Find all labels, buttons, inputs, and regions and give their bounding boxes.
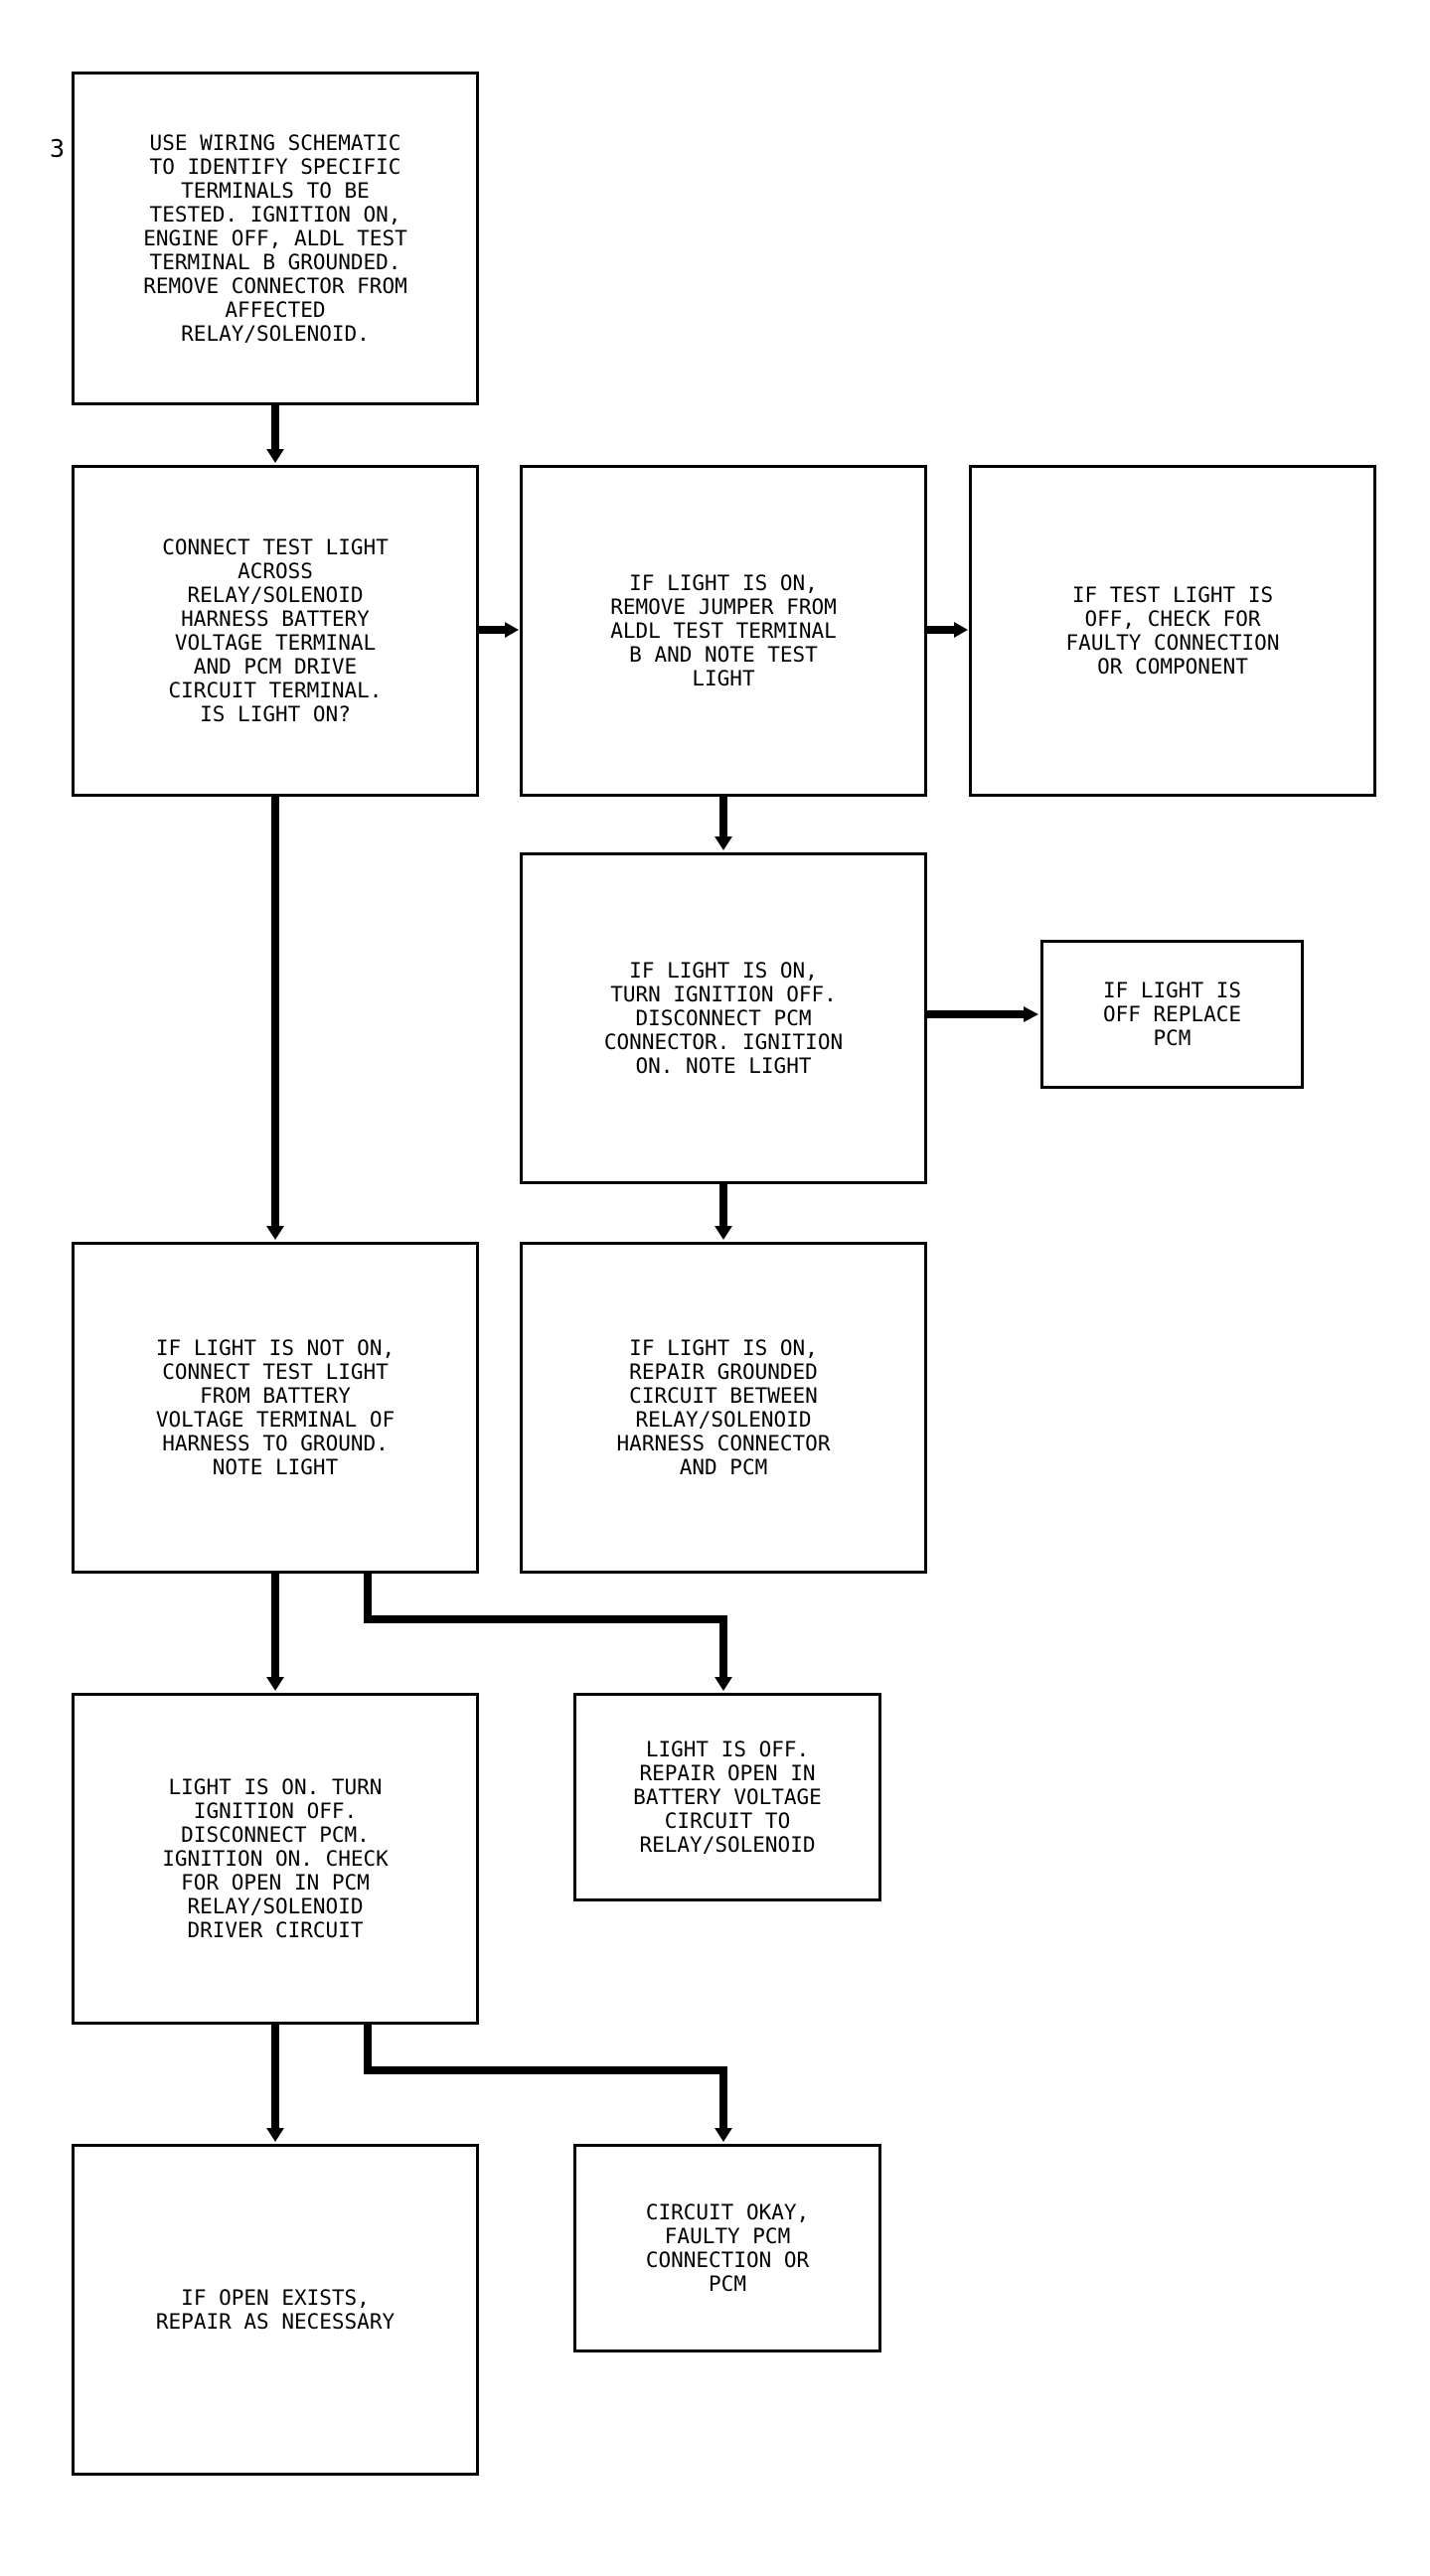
box-use-wiring-schematic: USE WIRING SCHEMATIC TO IDENTIFY SPECIFI… xyxy=(72,72,479,405)
box-repair-grounded-circuit: IF LIGHT IS ON, REPAIR GROUNDED CIRCUIT … xyxy=(520,1242,927,1574)
box-light-not-on: IF LIGHT IS NOT ON, CONNECT TEST LIGHT F… xyxy=(72,1242,479,1574)
arrowhead-down xyxy=(266,2128,284,2142)
box-connect-test-light: CONNECT TEST LIGHT ACROSS RELAY/SOLENOID… xyxy=(72,465,479,797)
box-repair-as-necessary: IF OPEN EXISTS, REPAIR AS NECESSARY xyxy=(72,2144,479,2476)
box-disconnect-pcm-connector: IF LIGHT IS ON, TURN IGNITION OFF. DISCO… xyxy=(520,852,927,1184)
box-text: LIGHT IS OFF. REPAIR OPEN IN BATTERY VOL… xyxy=(633,1738,822,1857)
box-text: USE WIRING SCHEMATIC TO IDENTIFY SPECIFI… xyxy=(143,131,407,346)
box-text: IF LIGHT IS ON, REPAIR GROUNDED CIRCUIT … xyxy=(616,1336,831,1479)
arrowhead-down xyxy=(266,1677,284,1691)
box-check-faulty-connection: IF TEST LIGHT IS OFF, CHECK FOR FAULTY C… xyxy=(969,465,1376,797)
connector-b9-b12 xyxy=(364,2025,727,2128)
box-text: IF LIGHT IS ON, REMOVE JUMPER FROM ALDL … xyxy=(610,571,837,690)
arrowhead-down xyxy=(266,449,284,463)
box-text: IF LIGHT IS NOT ON, CONNECT TEST LIGHT F… xyxy=(155,1336,396,1479)
arrowhead-right xyxy=(954,622,968,638)
box-text: IF TEST LIGHT IS OFF, CHECK FOR FAULTY C… xyxy=(1065,583,1280,679)
step-number: 3 xyxy=(50,134,66,163)
box-text: CONNECT TEST LIGHT ACROSS RELAY/SOLENOID… xyxy=(162,535,389,726)
box-check-for-open: LIGHT IS ON. TURN IGNITION OFF. DISCONNE… xyxy=(72,1693,479,2025)
connector-b7-b10 xyxy=(364,1574,727,1677)
box-text: CIRCUIT OKAY, FAULTY PCM CONNECTION OR P… xyxy=(645,2200,810,2296)
arrowhead-down xyxy=(715,1226,732,1240)
box-replace-pcm: IF LIGHT IS OFF REPLACE PCM xyxy=(1040,940,1304,1089)
box-circuit-okay: CIRCUIT OKAY, FAULTY PCM CONNECTION OR P… xyxy=(573,2144,881,2352)
box-text: LIGHT IS ON. TURN IGNITION OFF. DISCONNE… xyxy=(162,1775,389,1942)
arrowhead-down xyxy=(715,836,732,850)
arrowhead-down xyxy=(715,2128,732,2142)
box-repair-open-battery: LIGHT IS OFF. REPAIR OPEN IN BATTERY VOL… xyxy=(573,1693,881,1901)
arrowhead-down xyxy=(266,1226,284,1240)
box-remove-jumper: IF LIGHT IS ON, REMOVE JUMPER FROM ALDL … xyxy=(520,465,927,797)
arrowhead-right xyxy=(1024,1006,1038,1022)
arrowhead-right xyxy=(505,622,519,638)
box-text: IF LIGHT IS ON, TURN IGNITION OFF. DISCO… xyxy=(603,959,844,1078)
arrowhead-down xyxy=(715,1677,732,1691)
box-text: IF LIGHT IS OFF REPLACE PCM xyxy=(1102,979,1242,1050)
box-text: IF OPEN EXISTS, REPAIR AS NECESSARY xyxy=(155,2286,396,2334)
